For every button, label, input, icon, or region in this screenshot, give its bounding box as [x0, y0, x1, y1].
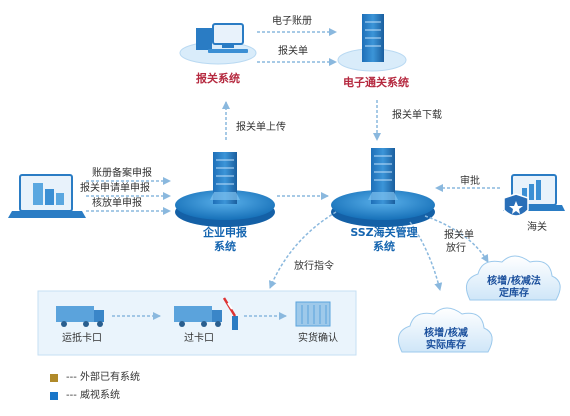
- verify-stock-label-1: 核增/核减法: [487, 276, 541, 287]
- customs-laptop-icon: [503, 174, 565, 217]
- truck-icon: [174, 306, 222, 327]
- enterprise-system-label-1: 企业申报: [203, 226, 247, 239]
- customs-declaration-system-label: 报关系统: [196, 72, 240, 85]
- legend-swatch-external: [50, 374, 58, 382]
- customs-label: 海关: [527, 222, 547, 233]
- release-order-label: 放行指令: [294, 261, 334, 272]
- enterprise-platform: [175, 152, 275, 227]
- enterprise-system-label-2: 系统: [214, 240, 236, 253]
- release-form-label: 核放单申报: [92, 198, 142, 209]
- container-icon: [295, 301, 331, 327]
- declaration-request-label: 报关申请单申报: [80, 183, 150, 194]
- ssz-platform: [331, 148, 435, 227]
- approval-label: 审批: [460, 176, 480, 187]
- customs-declaration-node: [179, 23, 257, 65]
- actual-stock-label-2: 实际库存: [426, 340, 466, 351]
- verify-stock-cloud: [465, 255, 561, 301]
- to-actual-stock-arrow: [409, 221, 443, 291]
- pc-tower-icon: [196, 28, 212, 50]
- legend-external-label: --- 外部已有系统: [66, 372, 141, 383]
- pass-checkpoint-label: 过卡口: [184, 333, 214, 344]
- declaration-release-label-2: 放行: [446, 243, 466, 254]
- cargo-confirm-label: 实货确认: [298, 333, 338, 344]
- release-order-arrow: [269, 211, 337, 289]
- ssz-system-label-1: SSZ海关管理: [350, 226, 418, 239]
- legend-internal-label: --- 威视系统: [66, 390, 121, 401]
- laptop-icon: [8, 174, 86, 218]
- actual-stock-label-1: 核增/核减: [424, 328, 468, 339]
- actual-stock-cloud: [397, 307, 493, 353]
- to-verify-stock-arrow: [424, 215, 489, 263]
- e-customs-node: [337, 14, 407, 72]
- e-customs-system-label: 电子通关系统: [343, 76, 409, 89]
- declaration-download-label: 报关单下载: [392, 110, 442, 121]
- declaration-release-label-1: 报关单: [444, 230, 474, 241]
- keyboard-icon: [208, 49, 248, 53]
- legend-swatch-internal: [50, 392, 58, 400]
- monitor-icon: [212, 23, 244, 45]
- account-filing-label: 账册备案申报: [92, 168, 152, 179]
- truck-icon: [56, 306, 104, 327]
- declaration-upload-label: 报关单上传: [236, 122, 286, 133]
- declaration-form-label: 报关单: [278, 46, 308, 57]
- verify-stock-label-2: 定库存: [499, 288, 529, 299]
- e-account-label: 电子账册: [272, 16, 312, 27]
- arrival-checkpoint-label: 运抵卡口: [62, 333, 102, 344]
- gate-barrier-icon: [222, 297, 238, 330]
- ssz-system-label-2: 系统: [373, 240, 395, 253]
